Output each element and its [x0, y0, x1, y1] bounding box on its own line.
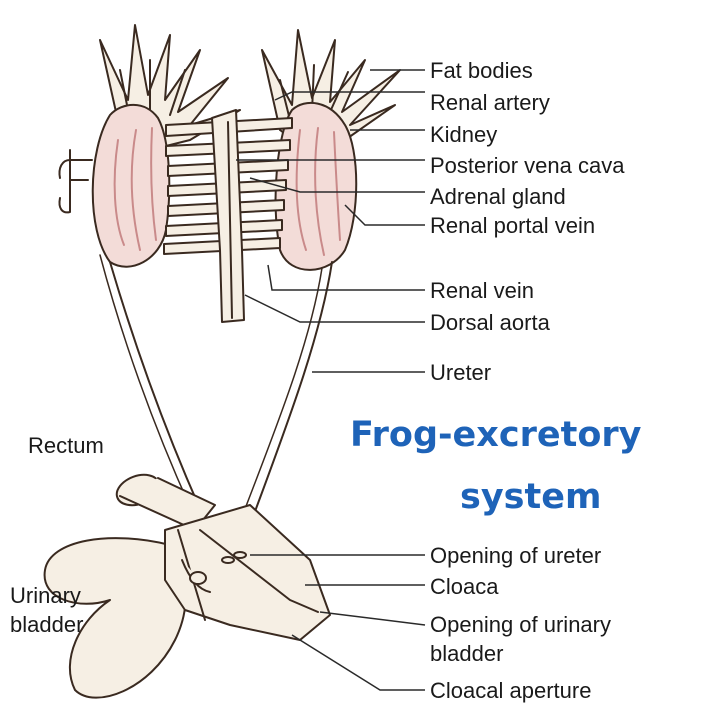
label-renal-artery: Renal artery [430, 92, 550, 114]
label-kidney: Kidney [430, 124, 497, 146]
label-posterior-vena-cava: Posterior vena cava [430, 155, 624, 177]
label-fat-bodies: Fat bodies [430, 60, 533, 82]
title-line-1: Frog-excretory [350, 418, 641, 453]
label-renal-portal-vein: Renal portal vein [430, 215, 595, 237]
label-ureter: Ureter [430, 362, 491, 384]
label-adrenal-gland: Adrenal gland [430, 186, 566, 208]
label-renal-vein: Renal vein [430, 280, 534, 302]
title-line-2: system [460, 480, 601, 515]
right-ureter [250, 262, 332, 525]
label-rectum: Rectum [28, 435, 104, 457]
left-side-vessels [59, 150, 92, 212]
left-kidney [93, 105, 170, 267]
cloaca [165, 505, 330, 640]
label-opening-of-ureter: Opening of ureter [430, 545, 601, 567]
label-urinary-bladder-line2: bladder [10, 614, 83, 636]
label-urinary-bladder-line1: Urinary [10, 585, 81, 607]
label-cloaca: Cloaca [430, 576, 498, 598]
label-cloacal-aperture: Cloacal aperture [430, 680, 591, 702]
label-opening-of-urinary-bladder-line2: bladder [430, 643, 503, 665]
label-opening-of-urinary-bladder-line1: Opening of urinary [430, 614, 611, 636]
label-dorsal-aorta: Dorsal aorta [430, 312, 550, 334]
right-ureter-2 [240, 268, 322, 522]
